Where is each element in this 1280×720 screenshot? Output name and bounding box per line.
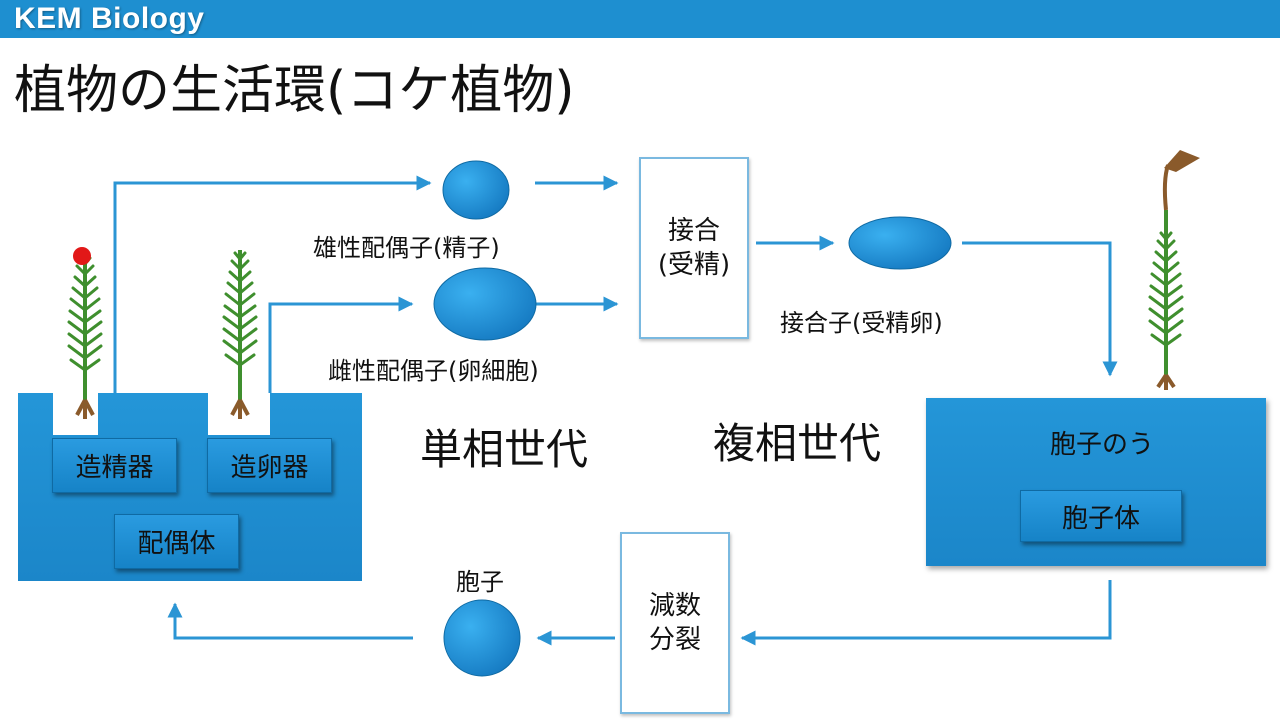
sporangium-label: 胞子のう: [1050, 430, 1155, 460]
antheridium-box: 造精器: [52, 438, 177, 493]
spore-label: 胞子: [456, 568, 504, 596]
header-bar: KEM Biology: [0, 0, 1280, 38]
sperm-cell: [442, 160, 510, 220]
fertilization-line1: 接合: [667, 216, 720, 246]
sperm-label: 雄性配偶子(精子): [313, 234, 500, 262]
haploid-generation-label: 単相世代: [420, 425, 589, 474]
arrow-spore-to-gametophyte: [167, 602, 413, 640]
capsule: [1164, 150, 1200, 172]
meiosis-line2: 分裂: [648, 625, 701, 655]
gametophyte-box: 配偶体: [114, 514, 239, 569]
arrow-antheridium-to-sperm: [113, 175, 432, 393]
fertilization-line2: (受精): [657, 250, 731, 280]
arrow-zygote-to-sporophyte: [962, 241, 1118, 377]
male-gametophyte-plant: [67, 247, 103, 419]
egg-cell: [433, 267, 537, 341]
antheridium-marker: [73, 247, 91, 265]
sporophyte-plant: [1148, 150, 1200, 390]
zygote-cell: [848, 216, 952, 270]
meiosis-line1: 減数: [648, 591, 701, 621]
zygote-label: 接合子(受精卵): [780, 309, 943, 337]
sporophyte-box: 胞子体: [1020, 490, 1182, 542]
egg-label: 雌性配偶子(卵細胞): [328, 357, 539, 385]
arrow-sporophyte-to-meiosis: [740, 580, 1112, 646]
page-title: 植物の生活環(コケ植物): [14, 61, 575, 121]
archegonium-box: 造卵器: [207, 438, 332, 493]
brand-logo-text: KEM Biology: [14, 2, 205, 35]
spore-cell: [443, 599, 521, 677]
female-gametophyte-plant: [222, 250, 258, 419]
fertilization-box: 接合 (受精): [639, 157, 749, 339]
diploid-generation-label: 複相世代: [713, 419, 882, 468]
meiosis-box: 減数 分裂: [620, 532, 730, 714]
arrow-archegonium-to-egg: [268, 296, 414, 393]
